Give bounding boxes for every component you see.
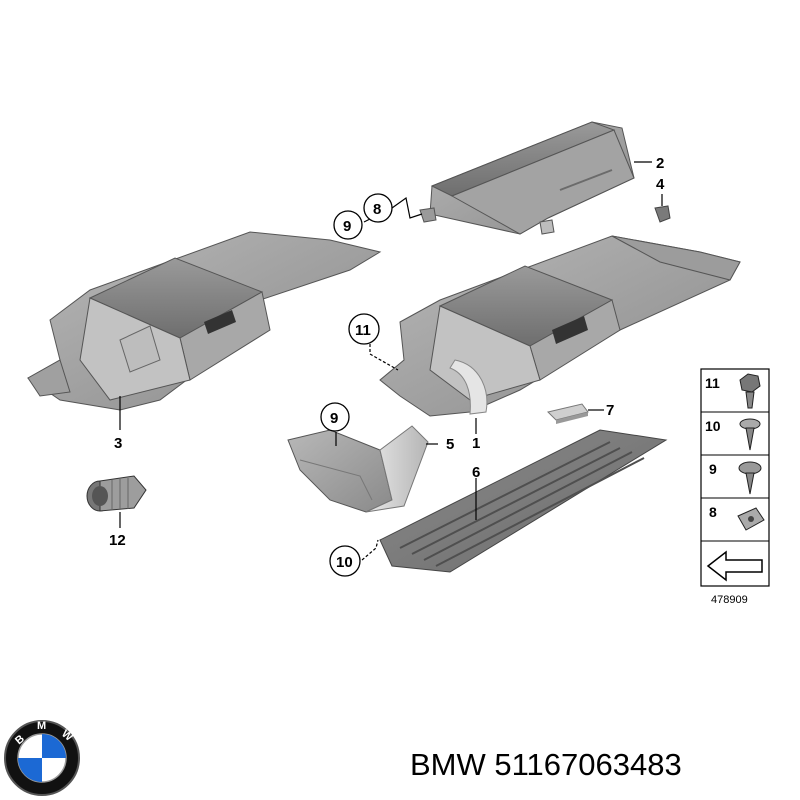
callout-3: 3 [114, 435, 122, 452]
flat-head-screw-icon [738, 461, 762, 495]
callout-4: 4 [656, 176, 665, 193]
bmw-logo: B M W [4, 720, 80, 796]
legend-number-8: 8 [709, 504, 717, 520]
legend-number-10: 10 [705, 418, 721, 434]
callout-11: 11 [355, 322, 371, 339]
clip-nut-icon [737, 507, 765, 531]
part-12-lock [86, 475, 147, 512]
callout-5: 5 [446, 436, 454, 453]
callout-9-top: 9 [343, 218, 351, 235]
callout-12: 12 [109, 532, 126, 549]
part-number-caption: BMW 51167063483 [410, 747, 682, 782]
part-6-grille [379, 429, 668, 573]
callout-10: 10 [336, 554, 353, 571]
callouts-plain: 2 4 3 1 5 6 7 12 [109, 155, 665, 549]
fastener-legend: 11 10 9 8 [700, 368, 770, 587]
part-7-pad [547, 403, 589, 424]
part-4-clip [654, 205, 671, 223]
part-2-lid-box [419, 121, 635, 235]
screw-icon [739, 418, 761, 451]
part-5-trim [287, 425, 429, 513]
callouts-circled: 8 9 11 9 10 [320, 193, 393, 577]
arrow-icon [706, 550, 763, 582]
callout-8: 8 [373, 201, 381, 218]
callout-1: 1 [472, 435, 480, 452]
legend-number-11: 11 [705, 375, 720, 391]
callout-7: 7 [606, 402, 614, 419]
reference-number: 478909 [711, 594, 748, 606]
callout-9-mid: 9 [330, 410, 338, 427]
legend-number-9: 9 [709, 461, 717, 477]
logo-letter-m: M [37, 720, 46, 732]
part-1-housing [379, 235, 741, 417]
callout-2: 2 [656, 155, 664, 172]
callout-6: 6 [472, 464, 480, 481]
hex-bolt-icon [739, 373, 761, 409]
part-3-housing [27, 231, 382, 411]
